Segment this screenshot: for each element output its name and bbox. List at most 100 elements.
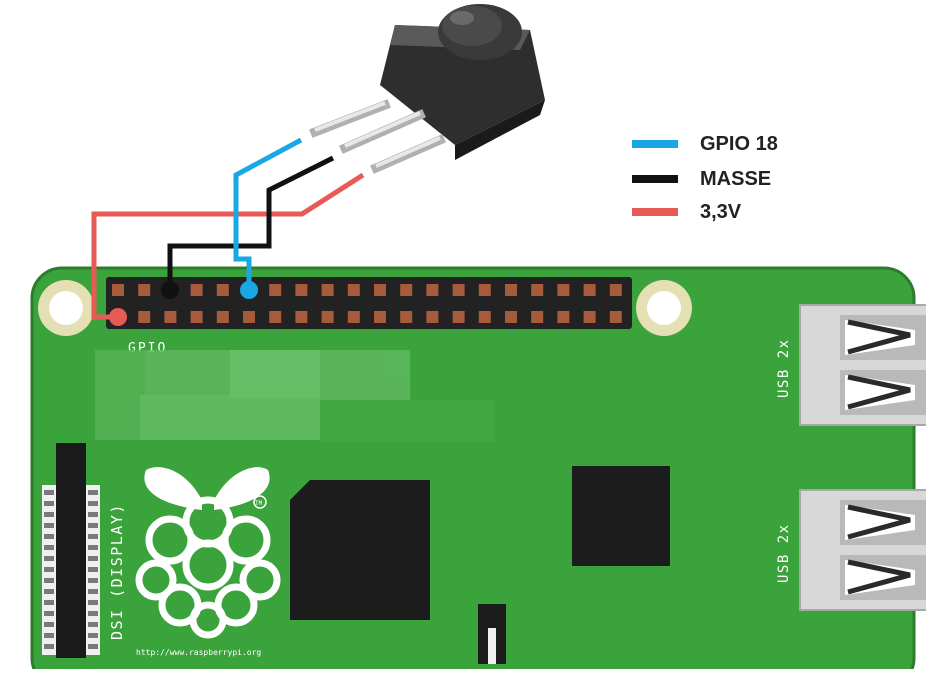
gpio-pin	[400, 311, 413, 323]
wire-masse	[167, 155, 335, 290]
gpio-pin	[216, 284, 229, 296]
usb-controller-chip	[572, 466, 670, 566]
legend-swatch-3v3	[632, 208, 678, 216]
soc-chip	[290, 480, 430, 620]
ir-receiver	[380, 4, 545, 160]
dsi-contact	[44, 556, 54, 561]
gpio-pin	[216, 311, 229, 323]
gpio-pin	[609, 284, 622, 296]
gpio-pin	[295, 284, 308, 296]
dsi-contact	[44, 567, 54, 572]
gpio-pin	[190, 284, 203, 296]
svg-text:TM: TM	[255, 500, 263, 507]
pin-masse-marker	[161, 281, 179, 299]
gpio-pin	[321, 311, 334, 323]
wire-gpio18	[233, 137, 303, 290]
legend-item-masse: MASSE	[632, 168, 771, 190]
dsi-contact	[88, 545, 98, 550]
gpio-header	[106, 277, 632, 329]
legend-label-3v3: 3,3V	[700, 200, 742, 223]
dsi-contact	[44, 490, 54, 495]
gpio-pin	[426, 284, 439, 296]
dsi-contact	[88, 633, 98, 638]
wire-3v3	[91, 172, 365, 320]
dsi-contact	[44, 600, 54, 605]
gpio-pin	[452, 284, 465, 296]
legend-item-gpio18: GPIO 18	[632, 133, 778, 155]
gpio-pin	[347, 284, 360, 296]
dsi-contact	[88, 589, 98, 594]
dsi-contact	[88, 600, 98, 605]
dsi-contact	[88, 490, 98, 495]
dsi-contact	[88, 567, 98, 572]
dsi-contact	[44, 545, 54, 550]
dsi-contact	[88, 622, 98, 627]
gpio-pin	[426, 311, 439, 323]
dsi-contact	[44, 534, 54, 539]
legend-item-3v3: 3,3V	[632, 201, 741, 223]
gpio-pin	[269, 311, 282, 323]
dsi-contact	[88, 578, 98, 583]
dsi-contact	[88, 501, 98, 506]
dsi-contact	[44, 633, 54, 638]
dsi-contact	[88, 611, 98, 616]
ir-pin-highlights	[314, 101, 441, 168]
blurred-area	[95, 350, 495, 442]
gpio-pins	[112, 284, 622, 323]
pin-3v3-marker	[109, 308, 127, 326]
dsi-contact	[88, 523, 98, 528]
gpio-pin	[112, 284, 124, 296]
dsi-contact	[44, 501, 54, 506]
gpio-pin	[138, 284, 151, 296]
gpio-pin	[321, 284, 334, 296]
dsi-contact	[88, 556, 98, 561]
gpio-pin	[190, 311, 203, 323]
trademark-symbol: TM	[253, 495, 267, 509]
gpio-pin	[531, 311, 544, 323]
ir-receiver-pins	[309, 99, 446, 174]
board-url: http://www.raspberrypi.org	[136, 648, 261, 657]
gpio-pin	[505, 284, 517, 296]
dsi-contact	[44, 644, 54, 649]
legend-label-masse: MASSE	[700, 167, 772, 190]
pin-gpio18-marker	[240, 281, 258, 299]
dsi-contact	[88, 512, 98, 517]
dsi-contact	[44, 622, 54, 627]
gpio-pin	[374, 311, 386, 323]
gpio-pin	[374, 284, 386, 296]
gpio-pin	[609, 311, 622, 323]
gpio-pin	[505, 311, 517, 323]
dsi-connector	[42, 443, 100, 658]
mounting-hole-right	[636, 280, 692, 336]
gpio-pin	[583, 311, 596, 323]
gpio-pin	[531, 284, 544, 296]
usb-top-label: USB 2x	[776, 338, 792, 398]
dsi-contact	[44, 589, 54, 594]
dsi-contact	[88, 644, 98, 649]
bottom-connector	[478, 604, 506, 664]
legend-label-gpio18: GPIO 18	[700, 132, 778, 155]
usb-port-top	[799, 304, 926, 426]
gpio-pin	[138, 311, 151, 323]
dsi-contact	[44, 611, 54, 616]
gpio-pin	[347, 311, 360, 323]
dsi-contact	[44, 523, 54, 528]
dsi-contact	[44, 512, 54, 517]
gpio-pin	[243, 311, 255, 323]
gpio-pin	[269, 284, 282, 296]
legend-swatch-gpio18	[632, 140, 678, 148]
usb-port-bottom	[799, 489, 926, 611]
gpio-pin	[295, 311, 308, 323]
dsi-label: DSI (DISPLAY)	[108, 503, 126, 640]
mounting-hole-left	[38, 280, 94, 336]
usb-bottom-label: USB 2x	[776, 523, 792, 583]
gpio-pin	[452, 311, 465, 323]
gpio-pin	[164, 311, 177, 323]
gpio-pin	[478, 284, 491, 296]
gpio-pin	[583, 284, 596, 296]
gpio-pin	[400, 284, 413, 296]
raspberry-pi-logo	[135, 467, 281, 639]
gpio-pin	[557, 284, 570, 296]
